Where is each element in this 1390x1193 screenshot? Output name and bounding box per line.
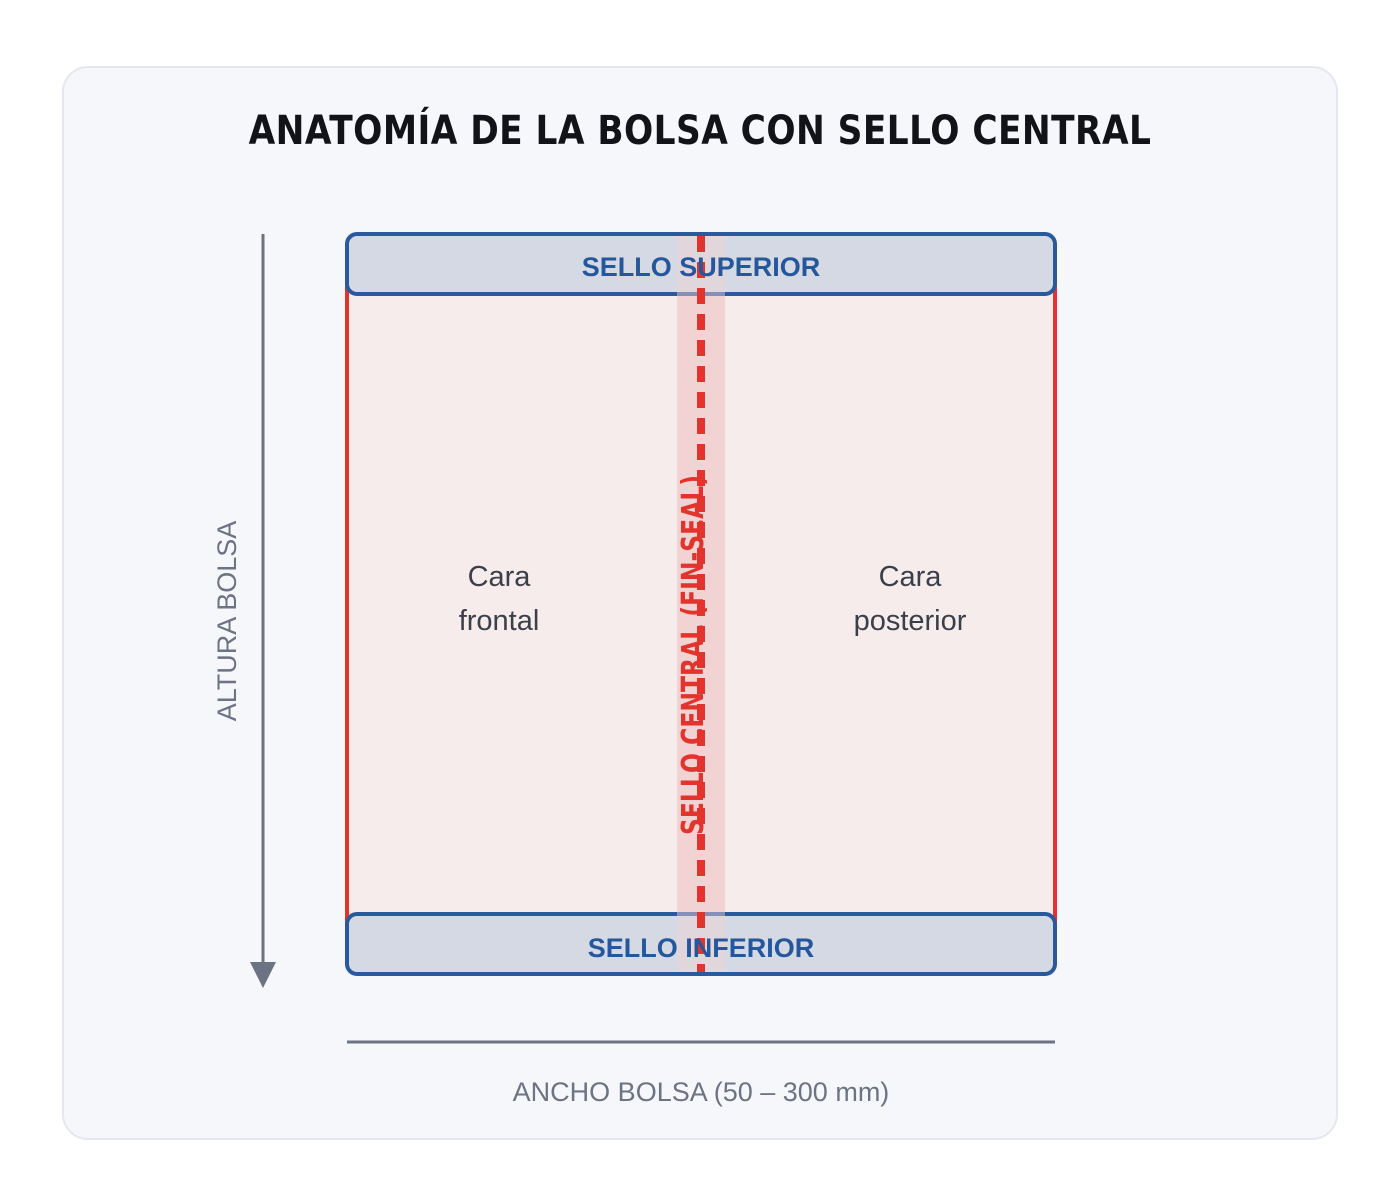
height-axis-label: ALTURA BOLSA: [212, 521, 242, 722]
front-face-label-line2: frontal: [459, 605, 540, 637]
bottom-seal-label: SELLO INFERIOR: [588, 933, 815, 963]
back-face-label-line1: Cara: [879, 561, 943, 593]
diagram-title: ANATOMÍA DE LA BOLSA CON SELLO CENTRAL: [248, 108, 1152, 154]
back-face-label-line2: posterior: [854, 605, 967, 637]
center-seal-label: SELLO CENTRAL (FIN-SEAL): [676, 475, 711, 835]
top-seal-label: SELLO SUPERIOR: [582, 252, 821, 282]
width-axis-label: ANCHO BOLSA (50 – 300 mm): [513, 1077, 890, 1107]
front-face-label-line1: Cara: [468, 561, 532, 593]
height-axis-arrow-icon: [250, 962, 276, 988]
